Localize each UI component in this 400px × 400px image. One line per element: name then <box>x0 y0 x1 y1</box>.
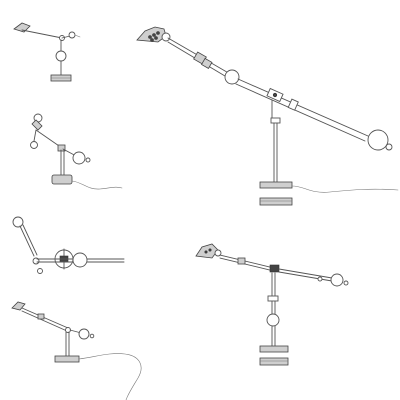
lamp-view-small-top <box>13 22 81 82</box>
lamp-arm-clamp <box>57 144 66 152</box>
lamp-shade-vent <box>150 38 154 42</box>
lamp-arm-clamp <box>200 57 213 70</box>
lamp-arm-weight <box>317 276 323 282</box>
lamp-view-lowered-arm <box>11 301 142 400</box>
lamp-counterweight-cap <box>385 143 393 151</box>
lamp-counterweight <box>72 252 88 268</box>
lamp-arm-upper <box>21 307 69 329</box>
lamp-arm-upper <box>219 254 275 269</box>
lamp-end-cap <box>37 268 43 274</box>
lamp-head-knob <box>161 32 171 42</box>
lamp-arm-pivot <box>272 92 278 98</box>
lamp-arm-upper <box>33 129 37 142</box>
lamp-arm-upper <box>22 224 38 256</box>
lamp-arm-joint <box>269 264 280 273</box>
lamp-arm-upper <box>19 225 35 257</box>
lamp-arm-lower <box>235 83 366 142</box>
lamp-shade-vent <box>152 33 156 37</box>
lamp-cable <box>291 185 399 193</box>
lamp-counterweight-cap <box>89 333 95 339</box>
lamp-arm-upper <box>219 257 275 272</box>
lamp-arm-upper <box>21 29 63 39</box>
lamp-cable <box>71 180 123 190</box>
lamp-view-large-extended <box>136 26 399 206</box>
lamp-shade <box>31 119 43 131</box>
lamp-arm-lower <box>278 271 333 282</box>
lamp-base <box>54 355 80 363</box>
lamp-cable <box>78 353 142 400</box>
lamp-joint <box>32 257 40 265</box>
lamp-counterweight <box>68 31 76 39</box>
lamp-arm-weight <box>224 69 240 85</box>
lamp-stem-cap <box>267 295 279 302</box>
lamp-arm-upper <box>21 310 68 332</box>
lamp-shade-vent <box>148 35 152 39</box>
lamp-arm-clamp <box>237 257 246 265</box>
lamp-base-plan <box>259 197 293 206</box>
lamp-counterweight-cap <box>343 280 349 286</box>
lamp-counterweight <box>78 328 90 340</box>
lamp-head-knob <box>214 249 222 257</box>
lamp-base <box>51 174 73 185</box>
lamp-stem-ring <box>55 50 67 62</box>
lamp-arm-lower <box>237 78 369 137</box>
lamp-view-medium-right <box>195 243 349 366</box>
lamp-arm-clamp <box>37 313 45 320</box>
lamp-view-plan <box>12 216 125 274</box>
lamp-shade <box>13 22 31 33</box>
lamp-view-raised-arm <box>30 113 123 190</box>
lamp-shade-vent <box>156 31 160 35</box>
lamp-shade <box>136 26 167 43</box>
lamp-shade-vent <box>208 248 212 252</box>
lamp-counterweight <box>330 273 344 287</box>
lamp-shade <box>11 301 26 311</box>
lamp-arm-collar <box>287 98 299 111</box>
lamp-stem-cap <box>270 117 281 124</box>
lamp-base <box>259 345 289 353</box>
lamp-base-plan <box>259 357 289 366</box>
lamp-shade-vent <box>204 250 208 254</box>
lamp-counterweight-cap <box>85 157 91 163</box>
lamp-top-knob <box>12 216 24 228</box>
lamp-base <box>259 181 293 189</box>
lamp-stem-ring <box>266 313 280 327</box>
lamp-arm-lower <box>278 268 333 279</box>
lamp-counterweight <box>72 151 86 165</box>
lamp-shade-vent <box>154 36 158 40</box>
lamp-cable <box>74 34 81 38</box>
lamp-counterweight <box>367 129 389 151</box>
lamp-joint <box>30 141 38 149</box>
